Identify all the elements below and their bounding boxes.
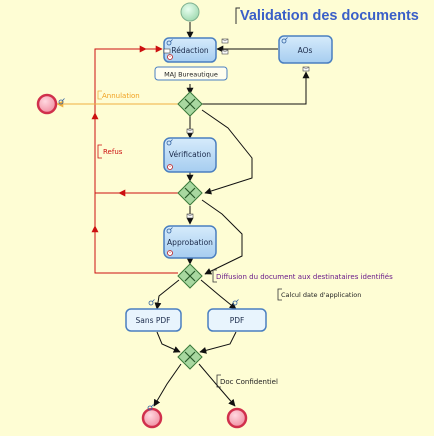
sequence-flows	[153, 22, 310, 407]
gateway-1[interactable]	[177, 91, 203, 117]
envelope-icon	[221, 49, 229, 55]
task-verification[interactable]: Vérification	[163, 137, 217, 173]
task-aos-label: AOs	[298, 46, 313, 55]
envelope-icon	[163, 48, 171, 54]
clock-icon	[167, 54, 173, 60]
gateway-4[interactable]	[177, 344, 203, 370]
clock-icon	[167, 164, 173, 170]
start-event[interactable]	[180, 2, 200, 22]
male-user-icon	[166, 39, 173, 46]
male-user-icon	[166, 227, 173, 234]
male-user-icon	[232, 299, 239, 306]
male-user-icon	[281, 37, 288, 44]
task-sans-pdf-label: Sans PDF	[135, 316, 170, 325]
male-user-icon	[166, 139, 173, 146]
annotation-calcul-text: Calcul date d'application	[281, 291, 361, 299]
annulation-flow: Annulation	[56, 90, 178, 108]
envelope-icon	[186, 213, 194, 219]
end-event-left[interactable]	[141, 407, 163, 429]
task-approbation-label: Approbation	[167, 238, 213, 247]
gateway-2[interactable]	[177, 180, 203, 206]
task-maj-bureautique-label: MAJ Bureautique	[164, 71, 218, 79]
task-approbation[interactable]: Approbation	[163, 225, 217, 259]
task-sans-pdf[interactable]: Sans PDF	[125, 308, 182, 332]
envelope-icon	[221, 38, 229, 44]
annotation-confidentiel-text: Doc Confidentiel	[220, 378, 278, 386]
task-redaction[interactable]: Rédaction	[163, 37, 217, 63]
end-event-annulation[interactable]	[36, 93, 58, 115]
task-redaction-label: Rédaction	[171, 46, 209, 55]
task-verification-label: Vérification	[169, 150, 211, 159]
male-user-icon	[58, 98, 65, 105]
envelope-icon	[186, 128, 194, 134]
refus-flows: Refus	[91, 45, 178, 274]
refus-label: Refus	[103, 148, 123, 156]
clock-icon	[167, 250, 173, 256]
annulation-label: Annulation	[102, 92, 140, 100]
annotation-confidentiel: Doc Confidentiel	[216, 374, 278, 388]
male-user-icon	[147, 404, 154, 411]
end-event-right[interactable]	[226, 407, 248, 429]
envelope-icon	[302, 66, 310, 72]
male-user-icon	[148, 299, 155, 306]
annotation-calcul: Calcul date d'application	[277, 288, 361, 301]
title-text: Validation des documents	[240, 8, 419, 24]
task-pdf[interactable]: PDF	[207, 308, 267, 332]
gateway-3[interactable]	[177, 263, 203, 289]
task-pdf-label: PDF	[230, 316, 245, 325]
task-aos[interactable]: AOs	[278, 35, 333, 64]
annotation-diffusion-text: Diffusion du document aux destinataires …	[216, 273, 393, 281]
diagram-title: Validation des documents	[235, 7, 419, 24]
annotation-diffusion: Diffusion du document aux destinataires …	[212, 269, 393, 283]
task-maj-bureautique[interactable]: MAJ Bureautique	[154, 66, 228, 81]
